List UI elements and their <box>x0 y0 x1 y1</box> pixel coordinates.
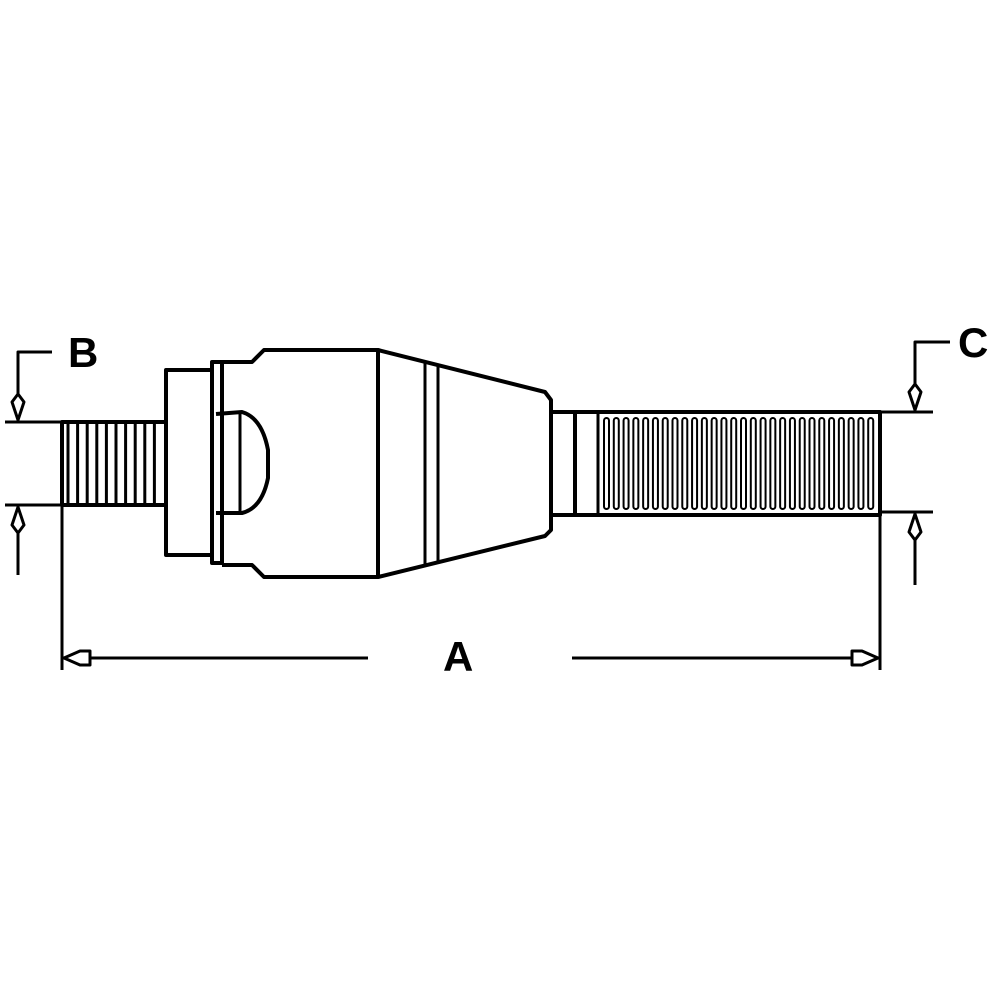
dome <box>215 410 270 515</box>
housing <box>222 348 380 579</box>
label-a: A <box>443 633 474 680</box>
label-b: B <box>68 329 99 376</box>
tapered-cone <box>377 348 553 579</box>
flange <box>164 368 214 557</box>
left-threaded-stud <box>60 420 168 507</box>
label-c: C <box>958 319 989 366</box>
retaining-ring <box>210 360 224 565</box>
neck <box>549 410 577 517</box>
dimension-c <box>880 340 950 585</box>
right-threaded-shaft <box>573 410 882 517</box>
dimension-a <box>60 505 882 670</box>
dimension-b <box>5 350 62 575</box>
